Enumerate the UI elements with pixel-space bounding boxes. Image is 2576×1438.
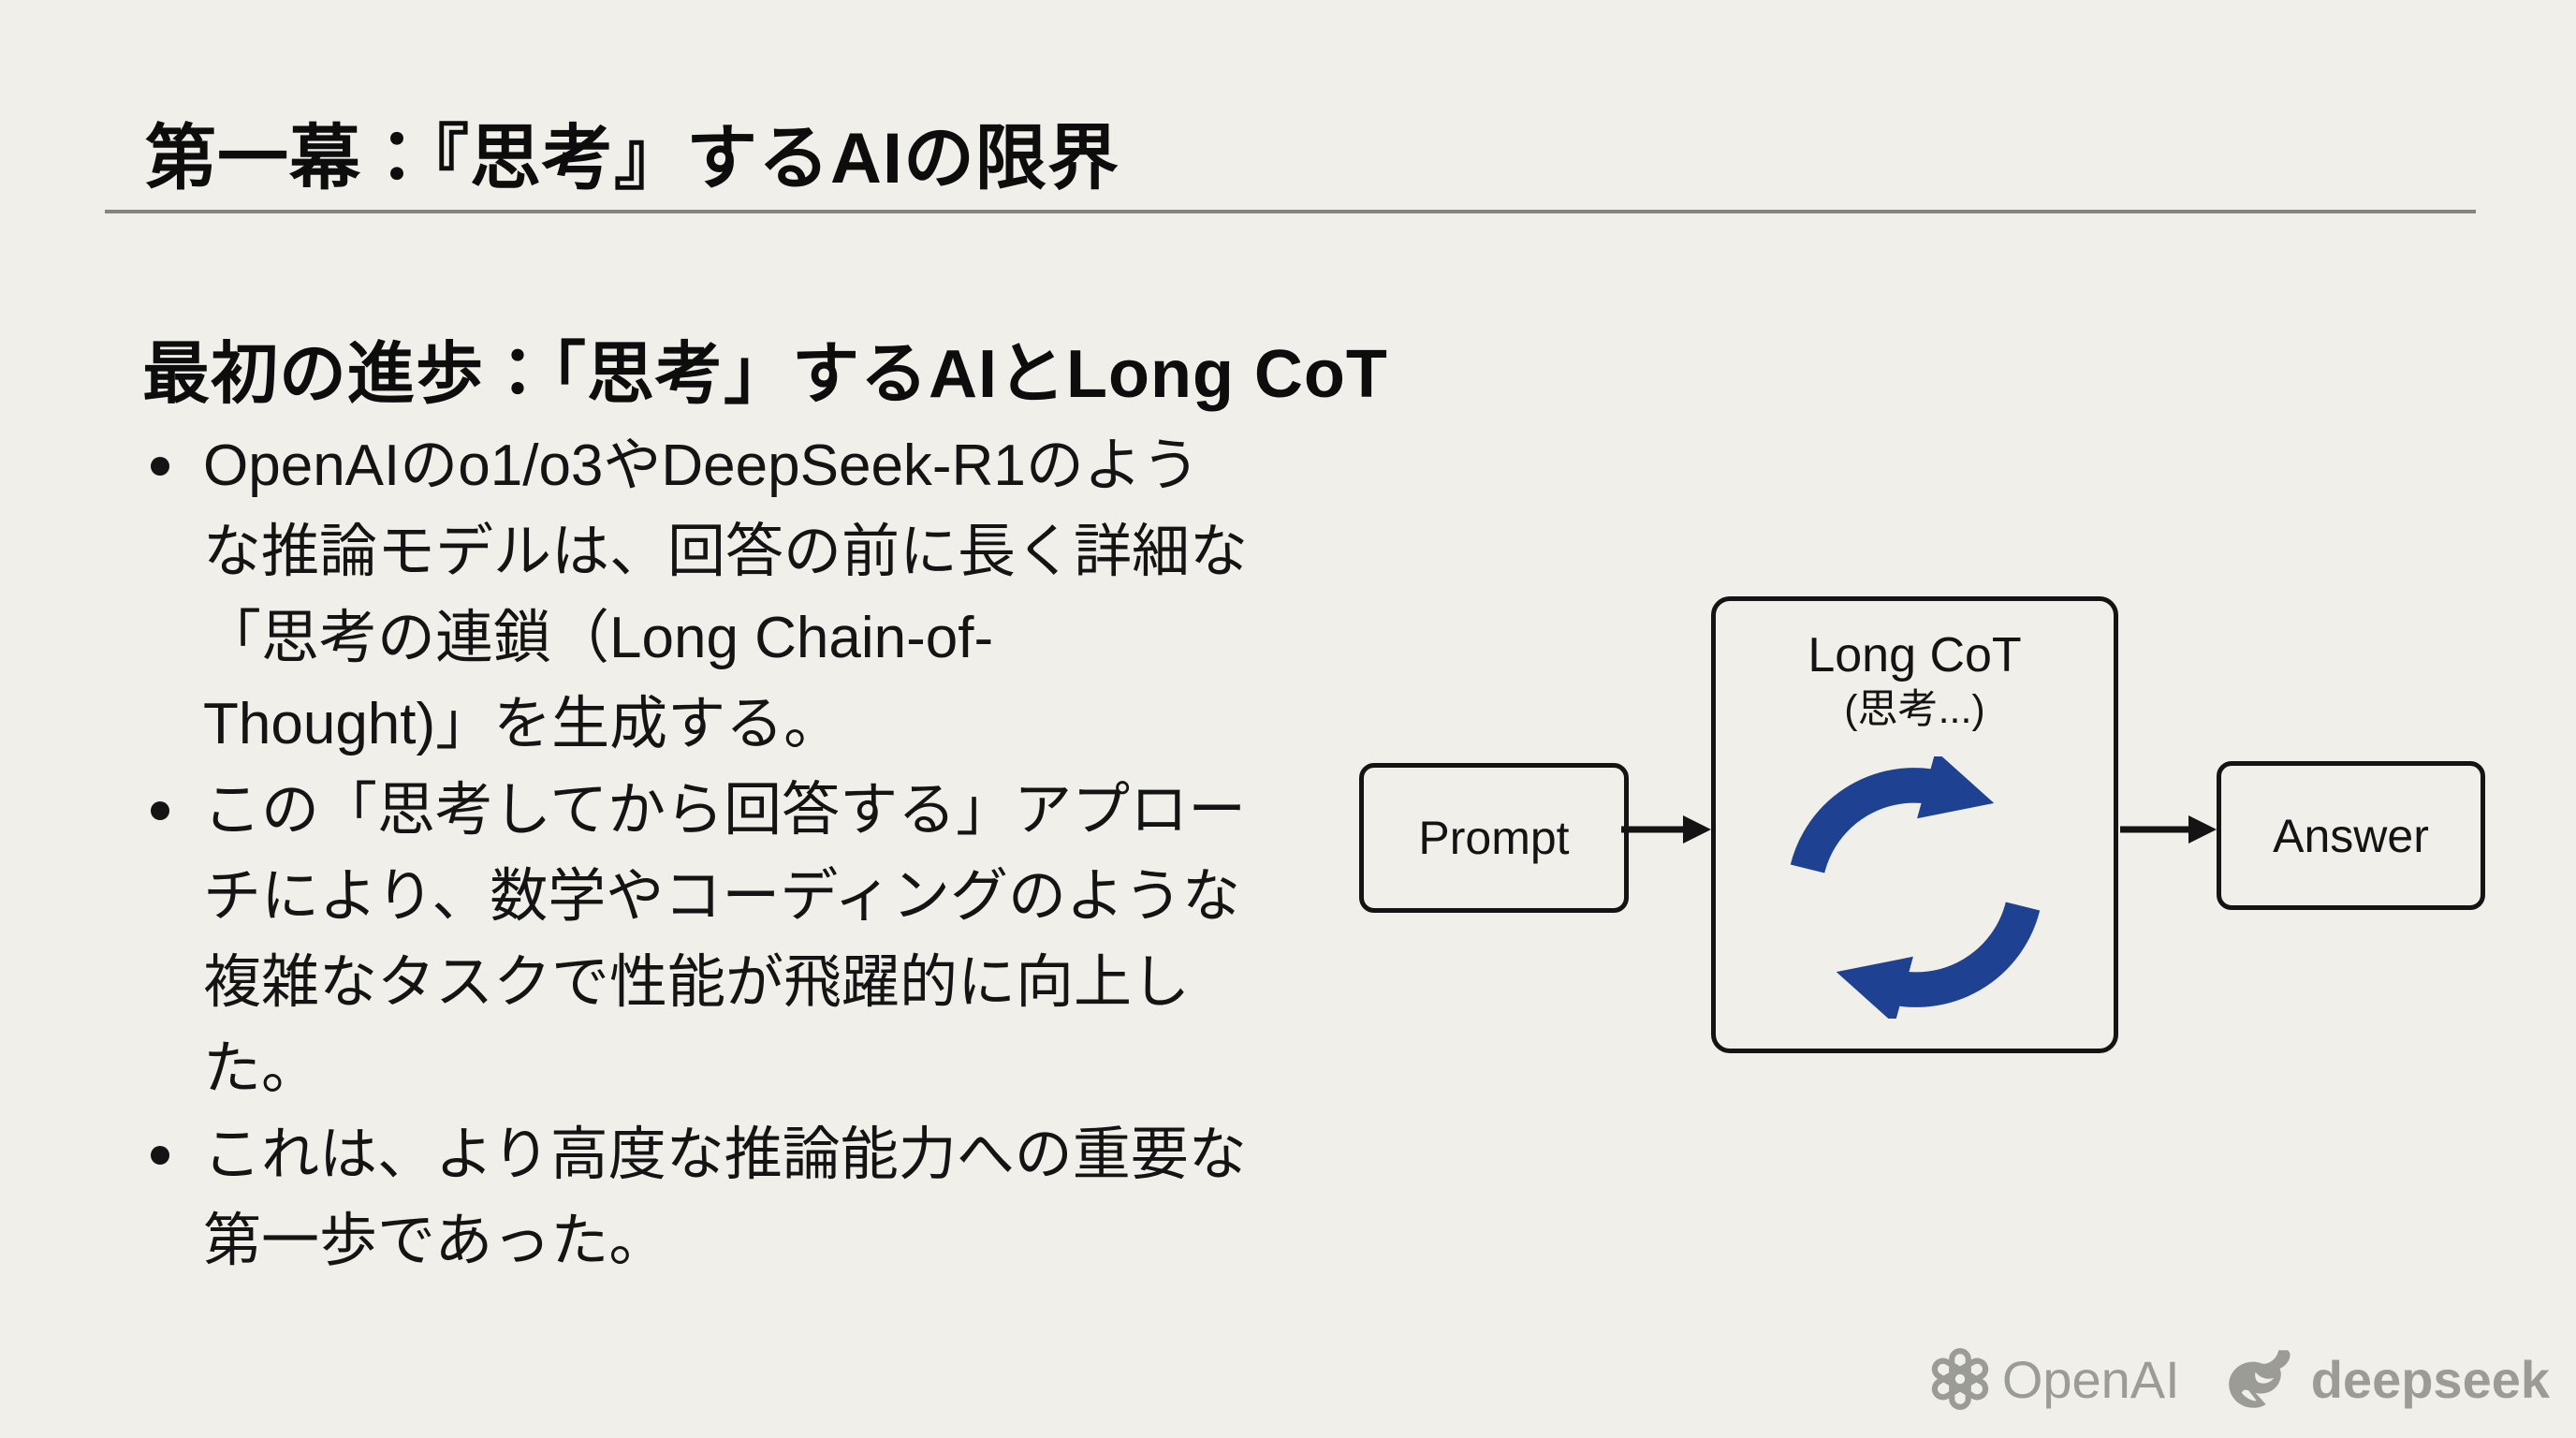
long-cot-node-title: Long CoT <box>1808 628 2022 682</box>
cycle-arrows-icon <box>1775 750 2056 1030</box>
footer-logos: OpenAI deepseek <box>1929 1348 2550 1410</box>
prompt-node: Prompt <box>1359 763 1629 913</box>
answer-node: Answer <box>2217 761 2485 910</box>
bullet-item: これは、より高度な推論能力への重要な第一歩であった。 <box>145 1112 1251 1284</box>
openai-logo-icon <box>1931 1348 1988 1410</box>
long-cot-node-subtitle: (思考...) <box>1844 687 1985 732</box>
slide-subtitle: 最初の進歩：「思考」するAIとLong CoT <box>142 336 1388 412</box>
prompt-node-label: Prompt <box>1418 812 1570 864</box>
long-cot-node: Long CoT (思考...) <box>1711 596 2118 1053</box>
title-divider <box>105 210 2476 213</box>
bullet-list: OpenAIのo1/o3やDeepSeek-R1のような推論モデルは、回答の前に… <box>145 423 1259 1284</box>
deepseek-logo-label: deepseek <box>2310 1349 2550 1409</box>
openai-logo: OpenAI <box>1929 1348 2180 1410</box>
answer-node-label: Answer <box>2273 809 2429 862</box>
bullet-item: この「思考してから回答する」アプローチにより、数学やコーディングのような複雑なタ… <box>145 768 1251 1112</box>
bullet-item: OpenAIのo1/o3やDeepSeek-R1のような推論モデルは、回答の前に… <box>145 423 1251 768</box>
slide-title: 第一幕：『思考』するAIの限界 <box>145 118 1120 198</box>
deepseek-whale-icon <box>2228 1350 2291 1408</box>
arrow-right-icon <box>2120 815 2217 844</box>
deepseek-logo: deepseek <box>2225 1349 2550 1410</box>
openai-logo-label: OpenAI <box>2001 1349 2180 1409</box>
arrow-right-icon <box>1621 815 1711 844</box>
